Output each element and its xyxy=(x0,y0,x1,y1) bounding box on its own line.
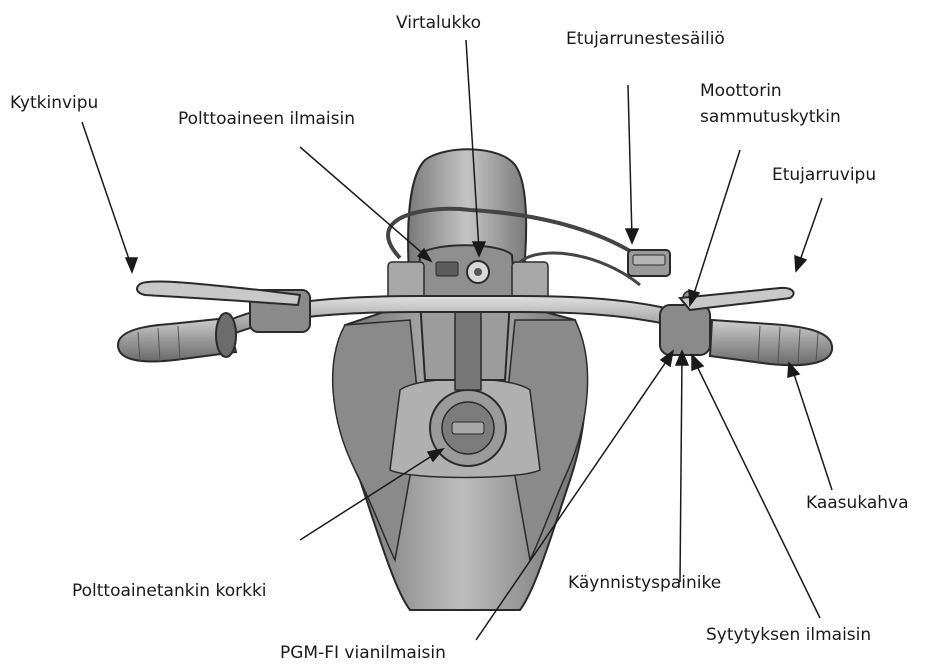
front-brake-lever xyxy=(680,288,794,310)
clutch-lever xyxy=(137,282,300,305)
label-moottorin-sammutuskytkin-line1: Moottorin xyxy=(700,80,782,102)
right-switch-housing xyxy=(660,305,710,355)
label-sytytyksen-ilmaisin: Sytytyksen ilmaisin xyxy=(706,624,871,646)
label-etujarrunestesailio: Etujarrunestesäiliö xyxy=(566,28,725,50)
label-pgm-fi-vianilmaisin: PGM-FI vianilmaisin xyxy=(280,642,446,664)
throttle-grip xyxy=(710,320,832,365)
label-etujarruvipu: Etujarruvipu xyxy=(772,164,876,186)
label-kytkinvipu: Kytkinvipu xyxy=(10,92,98,114)
label-moottorin-sammutuskytkin-line2: sammutuskytkin xyxy=(700,106,841,128)
label-polttoainetankin-korkki: Polttoainetankin korkki xyxy=(72,580,267,602)
label-polttoaineen-ilmaisin: Polttoaineen ilmaisin xyxy=(178,108,355,130)
label-virtalukko: Virtalukko xyxy=(396,12,481,34)
label-kaasukahva: Kaasukahva xyxy=(806,492,909,514)
label-kaynnistyspainike: Käynnistyspainike xyxy=(568,572,721,594)
